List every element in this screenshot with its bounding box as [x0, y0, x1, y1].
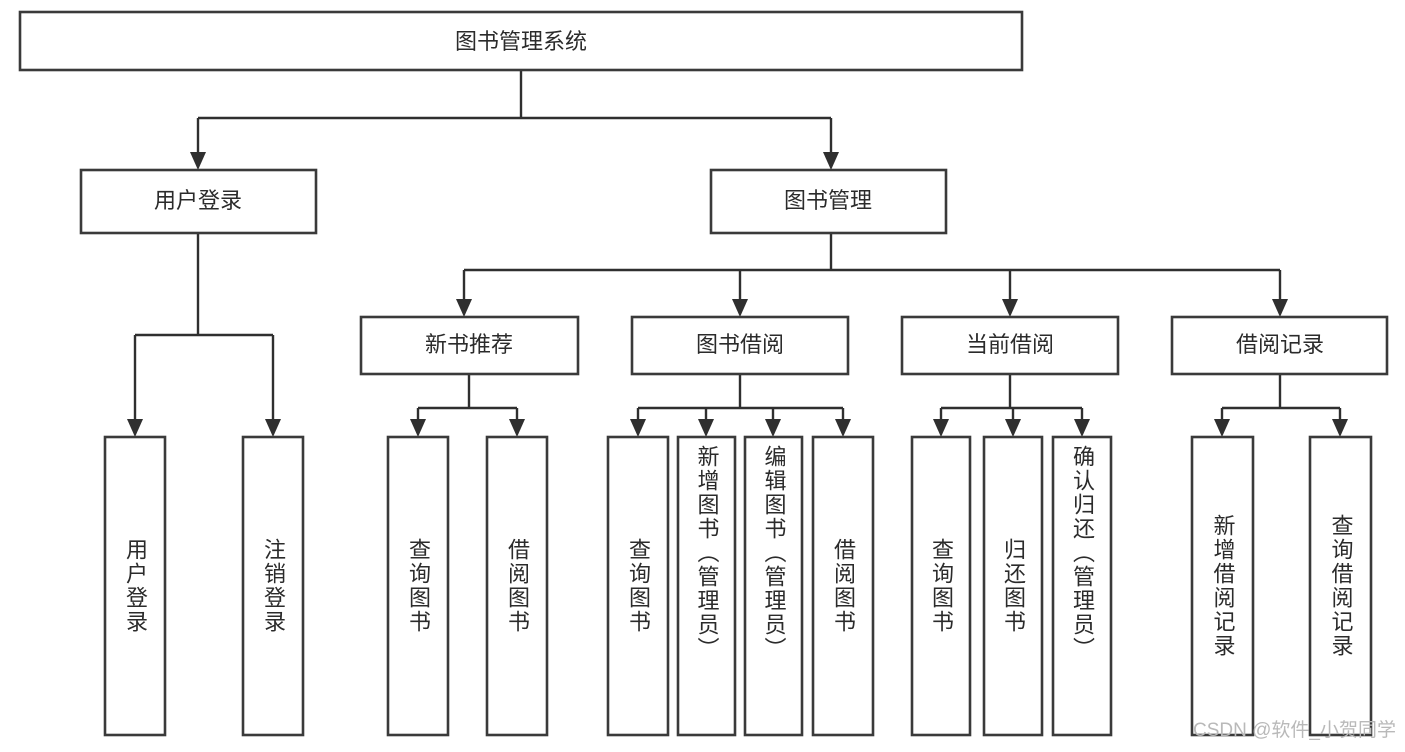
- arrow-head-leaf-borrow-book-2: [835, 419, 851, 437]
- node-current-borrow-label: 当前借阅: [966, 332, 1054, 357]
- leaf-node-query-book-2[interactable]: 查询图书: [606, 435, 670, 737]
- leaf-query-book-3-label: 查询图书: [929, 538, 954, 634]
- arrow-head-book-borrow: [732, 299, 748, 317]
- leaf-confirm-return-box[interactable]: [1051, 435, 1113, 737]
- node-new-book-recommend[interactable]: 新书推荐: [359, 315, 580, 376]
- leaf-add-record-box[interactable]: [1190, 435, 1255, 737]
- leaf-borrow-book-1-label: 借阅图书: [505, 538, 530, 634]
- node-borrow-record-box[interactable]: [1170, 315, 1389, 376]
- node-user-login[interactable]: 用户登录: [79, 168, 318, 235]
- arrow-head-leaf-query-book-1: [410, 419, 426, 437]
- node-book-manage[interactable]: 图书管理: [709, 168, 948, 235]
- node-root[interactable]: 图书管理系统: [18, 10, 1024, 72]
- node-book-borrow-box[interactable]: [630, 315, 850, 376]
- leaf-return-book-box[interactable]: [982, 435, 1044, 737]
- leaf-query-book-3-box[interactable]: [910, 435, 972, 737]
- leaf-add-book-box[interactable]: [676, 435, 737, 737]
- leaf-node-return-book[interactable]: 归还图书: [982, 435, 1044, 737]
- leaf-node-add-record[interactable]: 新增借阅记录: [1190, 435, 1255, 737]
- leaf-node-borrow-book-1[interactable]: 借阅图书: [485, 435, 549, 737]
- arrow-head-leaf-add-book: [698, 419, 714, 437]
- leaf-logout-box[interactable]: [241, 435, 305, 737]
- leaf-borrow-book-1-box[interactable]: [485, 435, 549, 737]
- node-book-borrow-label: 图书借阅: [696, 332, 784, 357]
- arrow-head-leaf-edit-book: [765, 419, 781, 437]
- leaf-node-edit-book[interactable]: 编辑图书（管理员）: [743, 435, 804, 737]
- leaf-user-login-box[interactable]: [103, 435, 167, 737]
- leaf-node-query-book-1[interactable]: 查询图书: [386, 435, 450, 737]
- leaf-query-book-1-label: 查询图书: [406, 538, 431, 634]
- leaf-query-book-2-box[interactable]: [606, 435, 670, 737]
- leaf-node-user-login[interactable]: 用户登录: [103, 435, 167, 737]
- leaf-query-book-2-label: 查询图书: [626, 538, 651, 634]
- leaf-confirm-return-label: 确认归还（管理员）: [1070, 445, 1095, 661]
- connector-layer: [127, 70, 1348, 437]
- arrow-head-leaf-borrow-book-1: [509, 419, 525, 437]
- leaf-node-confirm-return[interactable]: 确认归还（管理员）: [1051, 435, 1113, 737]
- csdn-watermark: CSDN @软件_小贺同学: [1193, 719, 1396, 741]
- leaf-node-borrow-book-2[interactable]: 借阅图书: [811, 435, 875, 737]
- node-user-login-box[interactable]: [79, 168, 318, 235]
- arrow-head-leaf-user-login: [127, 419, 143, 437]
- node-book-manage-label: 图书管理: [784, 188, 872, 213]
- leaf-query-record-label: 查询借阅记录: [1328, 514, 1354, 658]
- node-new-book-recommend-box[interactable]: [359, 315, 580, 376]
- arrow-head-leaf-query-book-2: [630, 419, 646, 437]
- leaf-add-book-label: 新增图书（管理员）: [694, 445, 720, 661]
- leaf-node-query-record[interactable]: 查询借阅记录: [1308, 435, 1373, 737]
- arrow-head-leaf-query-book-3: [933, 419, 949, 437]
- arrow-head-leaf-query-record: [1332, 419, 1348, 437]
- leaf-add-record-label: 新增借阅记录: [1210, 514, 1236, 658]
- node-book-manage-box[interactable]: [709, 168, 948, 235]
- leaf-return-book-label: 归还图书: [1001, 538, 1026, 634]
- arrow-head-leaf-add-record: [1214, 419, 1230, 437]
- arrow-head-current-borrow: [1002, 299, 1018, 317]
- arrow-head-book-manage: [823, 152, 839, 170]
- node-root-label: 图书管理系统: [455, 29, 587, 54]
- node-borrow-record[interactable]: 借阅记录: [1170, 315, 1389, 376]
- arrow-head-borrow-record: [1272, 299, 1288, 317]
- leaf-node-query-book-3[interactable]: 查询图书: [910, 435, 972, 737]
- node-current-borrow[interactable]: 当前借阅: [900, 315, 1120, 376]
- leaf-node-logout[interactable]: 注销登录: [241, 435, 305, 737]
- leaf-borrow-book-2-box[interactable]: [811, 435, 875, 737]
- arrow-head-leaf-confirm-return: [1074, 419, 1090, 437]
- leaf-edit-book-box[interactable]: [743, 435, 804, 737]
- leaf-logout-label: 注销登录: [261, 538, 286, 634]
- node-new-book-recommend-label: 新书推荐: [425, 332, 513, 357]
- leaf-query-book-1-box[interactable]: [386, 435, 450, 737]
- arrow-head-user-login: [190, 152, 206, 170]
- arrow-head-leaf-logout: [265, 419, 281, 437]
- node-current-borrow-box[interactable]: [900, 315, 1120, 376]
- arrow-head-leaf-return-book: [1005, 419, 1021, 437]
- leaf-query-record-box[interactable]: [1308, 435, 1373, 737]
- node-root-box[interactable]: [18, 10, 1024, 72]
- leaf-borrow-book-2-label: 借阅图书: [831, 538, 856, 634]
- node-user-login-label: 用户登录: [154, 188, 242, 213]
- arrow-head-new-book-recommend: [456, 299, 472, 317]
- leaf-edit-book-label: 编辑图书（管理员）: [761, 445, 787, 661]
- node-book-borrow[interactable]: 图书借阅: [630, 315, 850, 376]
- leaf-user-login-label: 用户登录: [123, 538, 148, 634]
- leaf-node-add-book[interactable]: 新增图书（管理员）: [676, 435, 737, 737]
- node-borrow-record-label: 借阅记录: [1236, 332, 1324, 357]
